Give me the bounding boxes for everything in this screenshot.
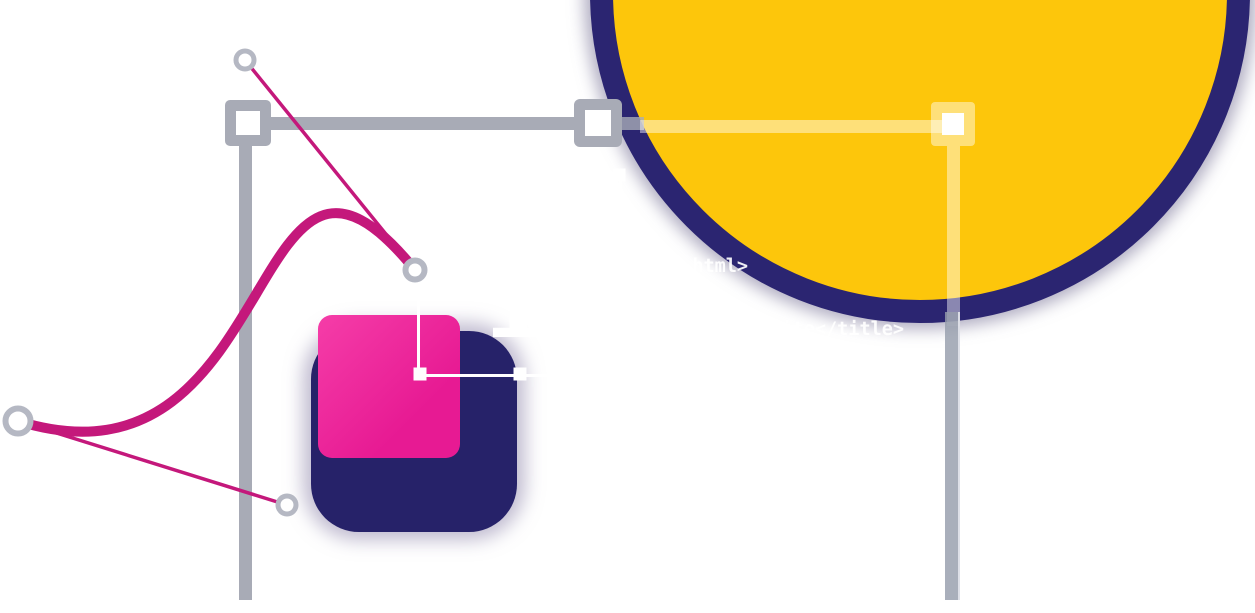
- selection-handle-top-left[interactable]: [413, 168, 427, 182]
- pink-square-shape: [318, 315, 460, 458]
- circle-resize-handle-core: [942, 113, 964, 135]
- bezier-curve[interactable]: [13, 208, 420, 437]
- code-line: <li>Item 3</li>: [581, 487, 815, 508]
- circle-resize-handle[interactable]: [931, 102, 975, 146]
- bezier-control-point[interactable]: [275, 493, 299, 517]
- text-tool-glyph: T: [459, 172, 578, 379]
- code-line: <h1>Welcome to my website!</h1>: [581, 382, 971, 403]
- pen-tool-path-layer: [2, 48, 428, 517]
- bezier-control-point[interactable]: [233, 48, 257, 72]
- frame-resize-handle-mid[interactable]: [574, 99, 622, 147]
- code-line: <ul>: [581, 424, 671, 445]
- frame-resize-handle-core: [585, 110, 611, 136]
- artboard-top-bar: [240, 117, 642, 130]
- circle-selection-vline: [947, 146, 960, 326]
- code-line: <html>: [581, 277, 648, 298]
- bezier-anchor-point[interactable]: [2, 405, 34, 437]
- code-line: <li>Item 2</li>: [581, 466, 815, 487]
- code-line: </ul>: [581, 508, 682, 529]
- selection-handle-top-mid[interactable]: [513, 168, 526, 182]
- code-line: <li>Item 1</li>: [581, 445, 815, 466]
- selection-handle-bottom-left[interactable]: [413, 367, 427, 381]
- code-line: <p>This is a simple example of an: [581, 403, 994, 424]
- code-line: </head>: [581, 340, 682, 361]
- bezier-anchor-point[interactable]: [402, 257, 428, 283]
- frame-resize-handle-left[interactable]: [225, 100, 271, 146]
- code-line: <a href="https://www.google.com">V: [581, 550, 1005, 571]
- selection-handle-top-right[interactable]: [612, 168, 626, 182]
- circle-selection-hline: [640, 120, 955, 133]
- code-line: <title>My Website</title>: [581, 319, 905, 340]
- code-snippet: <!DOCTYPE html> <html> <head> <title>My …: [581, 256, 1004, 613]
- artboard-left-bar: [239, 123, 252, 600]
- artboard-bar-stub: [620, 117, 644, 130]
- circle-selection-vline-lower: [945, 312, 960, 600]
- code-line: </body>: [581, 571, 682, 592]
- frame-resize-handle-core: [236, 111, 260, 135]
- selection-handle-bottom-right[interactable]: [612, 367, 626, 381]
- selection-handle-bottom-mid[interactable]: [513, 367, 526, 381]
- code-line: <!DOCTYPE html>: [581, 256, 749, 277]
